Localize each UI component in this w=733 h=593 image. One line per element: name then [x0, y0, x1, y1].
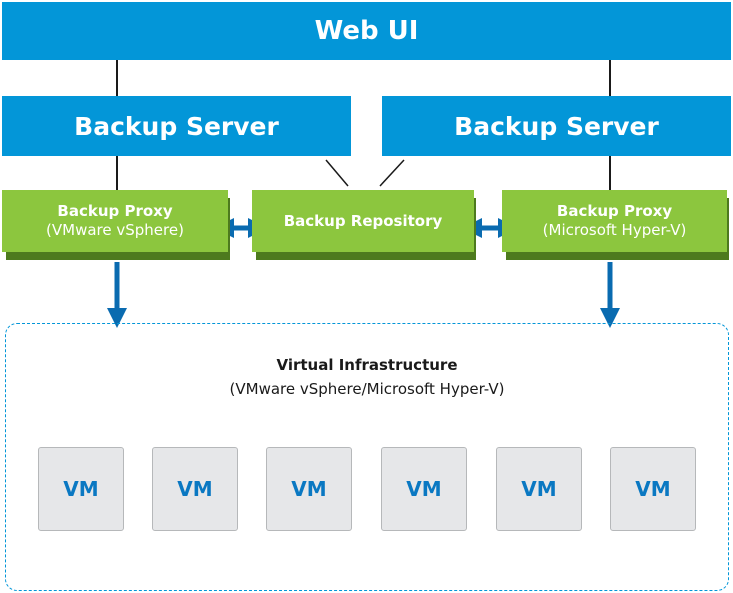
- vm-box-4: VM: [381, 447, 467, 531]
- virtual-infrastructure-title: Virtual Infrastructure: [276, 356, 458, 374]
- backup-proxy-hyperv-subtitle: (Microsoft Hyper-V): [542, 221, 687, 239]
- backup-proxy-hyperv-body: Backup Proxy (Microsoft Hyper-V): [502, 190, 727, 252]
- connector-server-proxy-right: [609, 156, 611, 190]
- backup-server-right: Backup Server: [382, 96, 731, 156]
- backup-repository: Backup Repository: [252, 190, 476, 260]
- vm-box-5: VM: [496, 447, 582, 531]
- web-ui-label: Web UI: [314, 16, 419, 46]
- connector-webui-right: [609, 60, 611, 96]
- vm-box-1: VM: [38, 447, 124, 531]
- backup-repository-label: Backup Repository: [283, 211, 443, 230]
- backup-proxy-hyperv: Backup Proxy (Microsoft Hyper-V): [502, 190, 729, 260]
- backup-proxy-vsphere-subtitle: (VMware vSphere): [46, 221, 184, 239]
- virtual-infrastructure-subtitle: (VMware vSphere/Microsoft Hyper-V): [229, 380, 505, 398]
- backup-proxy-hyperv-title: Backup Proxy: [556, 202, 673, 220]
- connector-server-proxy-left: [116, 156, 118, 190]
- backup-server-right-label: Backup Server: [454, 111, 659, 141]
- connector-server-right-repo: [379, 159, 405, 187]
- vm-box-6: VM: [610, 447, 696, 531]
- vm-box-2: VM: [152, 447, 238, 531]
- backup-repository-body: Backup Repository: [252, 190, 474, 252]
- backup-server-left-label: Backup Server: [74, 111, 279, 141]
- vm-box-3: VM: [266, 447, 352, 531]
- web-ui-box: Web UI: [2, 2, 731, 60]
- backup-proxy-vsphere: Backup Proxy (VMware vSphere): [2, 190, 230, 260]
- connector-server-left-repo: [325, 159, 349, 187]
- backup-proxy-vsphere-title: Backup Proxy: [57, 202, 173, 220]
- virtual-infrastructure-box: [5, 323, 729, 591]
- backup-proxy-vsphere-body: Backup Proxy (VMware vSphere): [2, 190, 228, 252]
- connector-webui-left: [116, 60, 118, 96]
- backup-server-left: Backup Server: [2, 96, 351, 156]
